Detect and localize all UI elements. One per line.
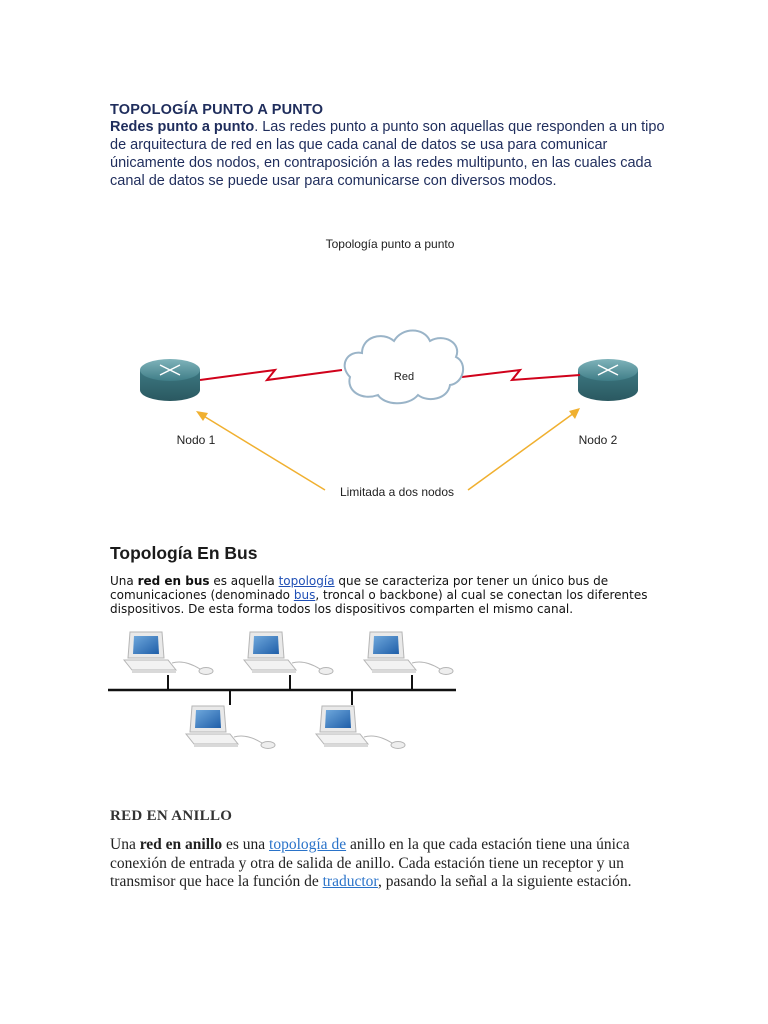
text-segment: Una <box>110 574 138 588</box>
text-segment: , troncal o backbone) al cual se conecta… <box>110 588 648 616</box>
laptop-icon <box>363 631 454 675</box>
section-title-anillo: RED EN ANILLO <box>110 808 233 824</box>
text-segment: es una <box>222 836 270 853</box>
link-bus[interactable]: bus <box>293 588 316 602</box>
laptop-icon <box>243 631 334 675</box>
arrow-to-node-1-icon <box>196 411 326 491</box>
network-cloud-icon <box>343 329 465 405</box>
laptop-icon <box>315 705 406 749</box>
text-segment: anillo en la que cada estación tiene una… <box>110 836 630 890</box>
router-node-1-icon <box>140 359 200 401</box>
section-title-punto-a-punto: TOPOLOGÍA PUNTO A PUNTO <box>110 102 324 118</box>
point-to-point-diagram: Topología punto a punto Red Nodo 1 Nodo … <box>140 237 638 499</box>
laptop-icon <box>185 705 276 749</box>
bus-topology-diagram <box>108 631 456 749</box>
text-segment: que se caracteriza por tener un único bu… <box>110 574 609 602</box>
paragraph-bus: Una red en bus es aquella topología que … <box>110 574 655 616</box>
link-left <box>199 368 343 382</box>
cloud-label: Red <box>394 371 414 383</box>
text-segment: Una <box>110 836 140 853</box>
diagram-title: Topología punto a punto <box>326 237 455 251</box>
text-segment: , pasando la señal a la siguiente estaci… <box>377 873 632 890</box>
link-right <box>461 368 581 382</box>
section-title-bus: Topología En Bus <box>110 543 258 563</box>
paragraph-punto-a-punto: Redes punto a punto. Las redes punto a p… <box>110 118 670 190</box>
link-topologia[interactable]: topología <box>278 574 335 588</box>
limit-label: Limitada a dos nodos <box>340 485 454 499</box>
arrow-to-node-2-icon <box>467 408 580 491</box>
laptop-icon <box>123 631 214 675</box>
bold-term: red en bus <box>137 574 210 588</box>
bold-term: Redes punto a punto <box>110 119 255 135</box>
paragraph-text: . Las redes punto a punto son aquellas q… <box>110 119 665 189</box>
paragraph-anillo: Una red en anillo es una topología de an… <box>110 836 650 892</box>
link-traductor[interactable]: traductor <box>322 873 378 890</box>
bold-term: red en anillo <box>139 836 223 853</box>
node-1-label: Nodo 1 <box>177 433 216 447</box>
text-segment: es aquella <box>209 574 279 588</box>
link-topologia-de[interactable]: topología de <box>269 836 347 853</box>
router-node-2-icon <box>578 359 638 401</box>
node-2-label: Nodo 2 <box>579 433 618 447</box>
